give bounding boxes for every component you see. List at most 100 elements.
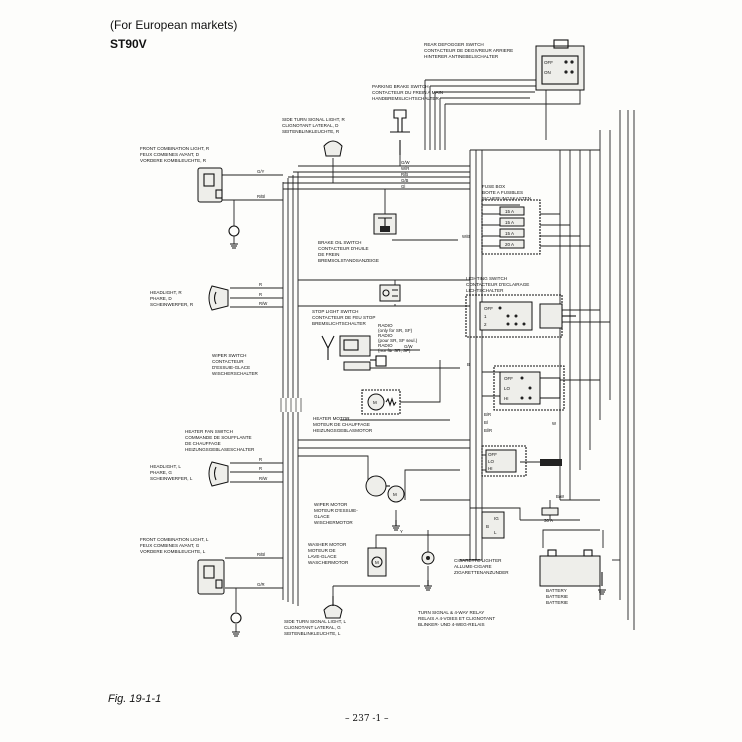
wire-label-gb: G/B (401, 178, 409, 183)
wire-label-b1: B (467, 362, 470, 367)
fuse-4 (499, 239, 525, 249)
heater-fan-label-1: HEATER FAN SWITCH (185, 429, 233, 434)
wiper-pos-lo: LO (504, 386, 511, 391)
fuse-2 (499, 217, 525, 227)
fuse-4-rating: 20 A (505, 242, 514, 247)
wire-label-gr: G/R (257, 582, 265, 587)
fan-pos-hi: HI (488, 466, 493, 471)
side-turn-l-label-3: SEITENBLINKLEUCHTE, L (284, 631, 341, 636)
heater-motor-label-1: HEATER MOTOR (313, 416, 350, 421)
wire-label-r4: R (259, 466, 262, 471)
rear-defogger-label-1: REAR DEFOGGER SWITCH (424, 42, 484, 47)
front-combo-l-label-3: VORDERE KOMBILEUCHTE, L (140, 549, 206, 554)
radio-label-5: RADIO (378, 343, 393, 348)
fuse-box-label-1: FUSE BOX (482, 184, 505, 189)
wiper-switch-label-1: WIPER SWITCH (212, 353, 246, 358)
lighting-pos-off: OFF (484, 306, 493, 311)
wire-label-gw2: G/W (404, 344, 414, 349)
parking-brake-label-2: CONTACTEUR DU FREIN A MAIN (372, 90, 443, 95)
heater-fan-label-2: COMMANDE DE SOUFFLANTE (185, 435, 252, 440)
stop-light-label-1: STOP LIGHT SWITCH (312, 309, 358, 314)
wiper-pos-hi: HI (504, 396, 509, 401)
wire-label-r3: R (259, 457, 262, 462)
radio: RADIO (only for SR, SF) RADIO (pour SR, … (321, 323, 418, 371)
wiper-switch-label-2: CONTACTEUR (212, 359, 244, 364)
battery-label-2: BATTERIE (546, 594, 568, 599)
wiper-motor-label-3: GLACE (314, 514, 330, 519)
relay-term-ig: IG (494, 516, 499, 521)
headlight-r-label-3: SCHEINWERFER, R (150, 302, 194, 307)
wire-label-bl: Bl (484, 420, 488, 425)
lighting-switch-label-2: CONTACTEUR D'ECLAIRAGE (466, 282, 529, 287)
page-number: – 237 -1 – (345, 714, 389, 724)
washer-motor-label-4: WASCHERMOTOR (308, 560, 349, 565)
wiper-pos-off: OFF (504, 376, 513, 381)
defogger-pos-off: OFF (544, 60, 553, 65)
brake-oil-label-3: DE FREIN (318, 252, 339, 257)
side-turn-signal-l: SIDE TURN SIGNAL LIGHT, L CLIGNOTANT LAT… (284, 596, 346, 636)
radio-label-6: (nur für SR, SF) (378, 348, 411, 353)
front-combination-light-l: FRONT COMBINATION LIGHT, L FEUX COMBINES… (140, 537, 242, 637)
wire-label-r2: R (259, 292, 262, 297)
wire-label-gy: G/Y (257, 169, 265, 174)
defogger-pos-on: ON (544, 70, 551, 75)
wire-label-blr: Bl/R (484, 428, 492, 433)
wire-label-br: B/R (484, 412, 491, 417)
wire-label-rw: R/W (259, 301, 268, 306)
wire-label-gw: G/W (401, 160, 411, 165)
lighting-pos-1: 1 (484, 314, 487, 319)
svg-text:M: M (373, 400, 377, 405)
washer-motor-label-2: MOTEUR DE (308, 548, 336, 553)
fuse-3 (499, 228, 525, 238)
wire-label-w: W (552, 421, 557, 426)
stop-light-switch: STOP LIGHT SWITCH CONTACTEUR DE FEU STOP… (312, 284, 401, 326)
wire-label-wb: W/B (462, 234, 470, 239)
washer-motor: M WASHER MOTOR MOTEUR DE LAVE-GLACE WASC… (308, 542, 387, 577)
washer-motor-label-3: LAVE-GLACE (308, 554, 337, 559)
cigarette-lighter-label-2: ALLUME-CIGARE (454, 564, 492, 569)
radio-label-3: RADIO (378, 333, 393, 338)
wiper-switch: OFF LO HI WIPER SWITCH CONTACTEUR D'ESSU… (212, 353, 565, 411)
brake-oil-label-4: BREMSOLSTANDSANZEIGE (318, 258, 379, 263)
wire-label-bw: B/W (556, 494, 565, 499)
wire-harness (220, 79, 635, 632)
main-fuse-30a: 30 A (541, 507, 559, 523)
front-combo-l-label-2: FEUX COMBINES AVANT, G (140, 543, 200, 548)
headlight-l-label-2: PHARE, G (150, 470, 172, 475)
parking-brake-switch: PARKING BRAKE SWITCH CONTACTEUR DU FREIN… (372, 84, 443, 155)
side-turn-r-label-3: SEITENBLINKLEUCHTE, R (282, 129, 340, 134)
parking-brake-label-3: HANDBREMSLICHTSCHALTER (372, 96, 439, 101)
brake-oil-label-1: BRAKE OIL SWITCH (318, 240, 361, 245)
lighting-switch-label-1: LIGHTING SWITCH (466, 276, 507, 281)
lighting-pos-2: 2 (484, 322, 487, 327)
relay-term-b: B (486, 524, 489, 529)
wire-label-r1: R (259, 282, 262, 287)
wiper-motor: M WIPER MOTOR MOTEUR D'ESSUIE- GLACE WIS… (314, 475, 405, 525)
radio-label-4: (pour SR, SF seul.) (378, 338, 418, 343)
lighting-switch-label-3: LICHTSCHALTER (466, 288, 504, 293)
heater-fan-label-3: DE CHAUFFAGE (185, 441, 221, 446)
market-label: (For European markets) (110, 18, 238, 32)
wire-code-labels: G/Y R/Bl R R R/W R R R/W R/Bl G/R G/W W/… (257, 160, 565, 587)
wiper-switch-label-3: D'ESSUIE-GLACE (212, 365, 250, 370)
turn-signal-relay-unit: IG B L (481, 511, 505, 539)
battery: BATTERY BATTERIE BATTERIE (539, 549, 606, 605)
fuse-1 (499, 206, 525, 216)
side-turn-r-label-1: SIDE TURN SIGNAL LIGHT, R (282, 117, 345, 122)
fuse-2-rating: 15 A (505, 220, 514, 225)
side-turn-l-label-1: SIDE TURN SIGNAL LIGHT, L (284, 619, 346, 624)
turn-relay-label-3: BLINKER- UND 4-WEG-RELAIS (418, 622, 485, 627)
stop-light-label-3: BREMSLICHTSCHALTER (312, 321, 366, 326)
side-turn-l-label-2: CLIGNOTANT LATERAL, G (284, 625, 341, 630)
fan-pos-off: OFF (488, 452, 497, 457)
front-combination-light-r: FRONT COMBINATION LIGHT, R FEUX COMBINES… (140, 146, 240, 249)
washer-motor-label-1: WASHER MOTOR (308, 542, 347, 547)
fuse-box-label-2: BOITE A FUSIBLES (482, 190, 523, 195)
headlight-r: HEADLIGHT, R PHARE, D SCHEINWERFER, R (150, 285, 229, 311)
heater-motor-label-2: MOTEUR DE CHAUFFAGE (313, 422, 370, 427)
wire-label-rb: R/B (401, 172, 408, 177)
wire-label-y: Y (400, 529, 403, 534)
ground-symbols (392, 520, 432, 591)
parking-brake-label-1: PARKING BRAKE SWITCH (372, 84, 429, 89)
